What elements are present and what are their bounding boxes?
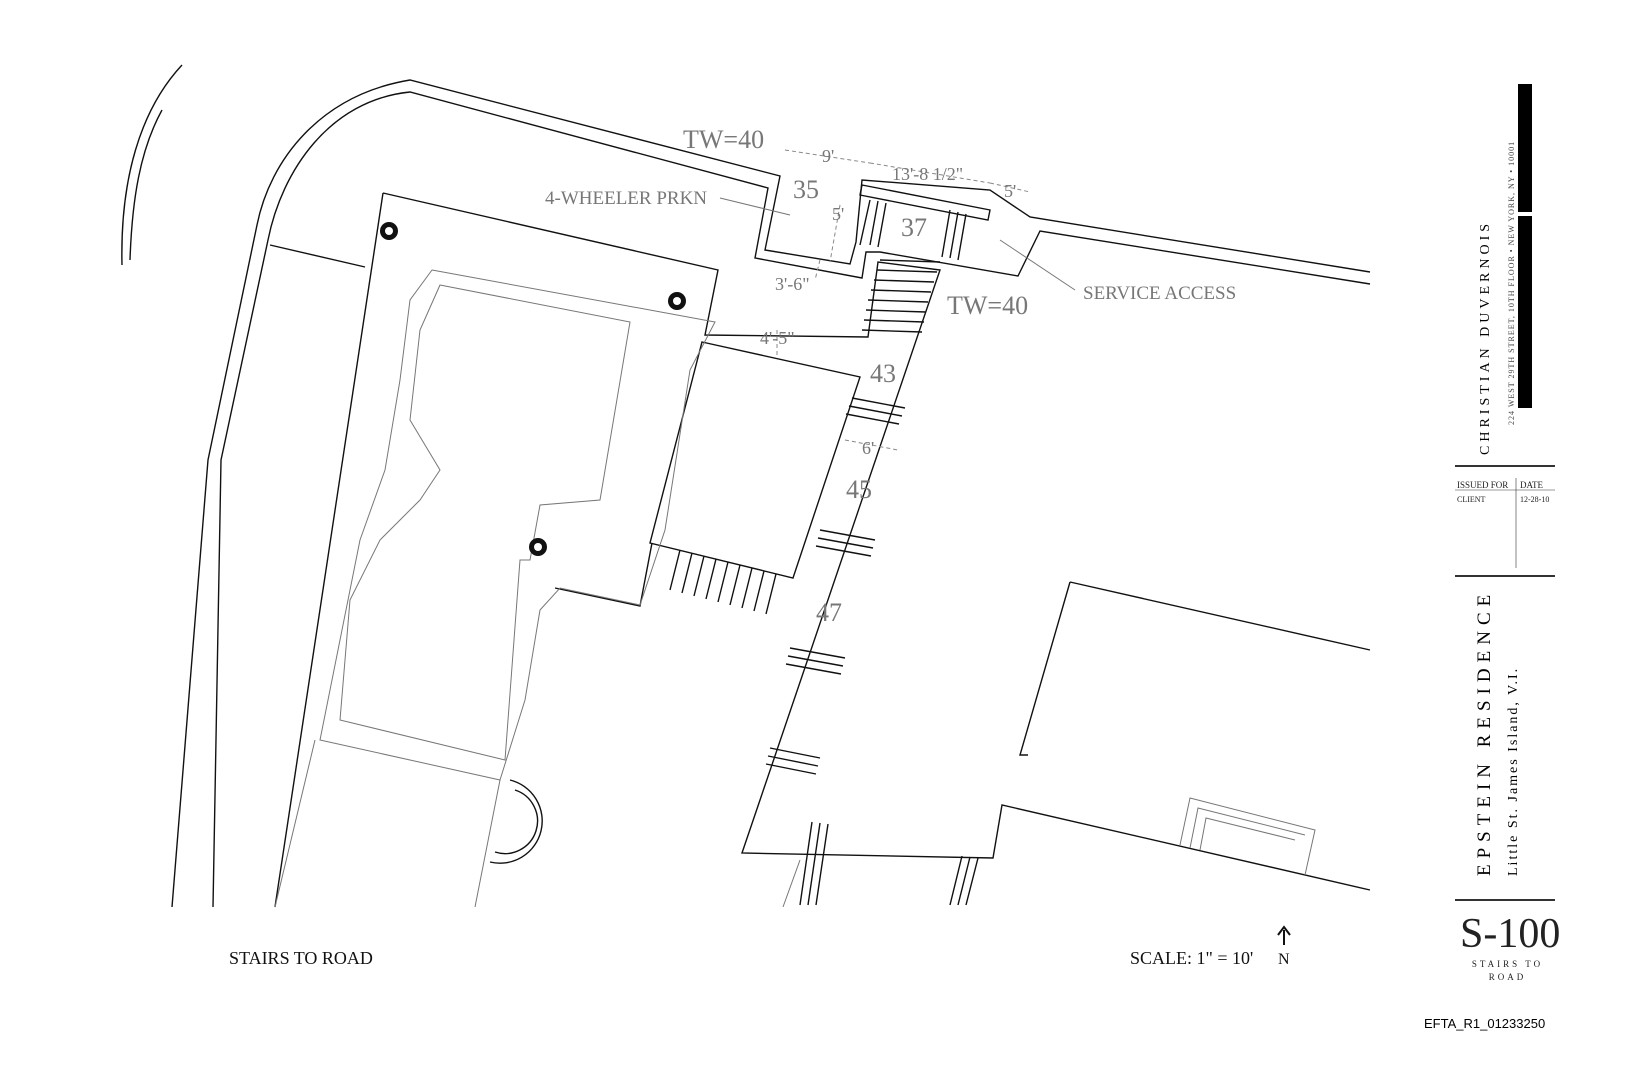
- project-location: Little St. James Island, V.I.: [1506, 666, 1521, 876]
- dim-3-6: 3'-6": [775, 274, 810, 294]
- tw-label-right: TW=40: [947, 291, 1028, 320]
- house-block: [554, 542, 653, 607]
- drawing-caption: STAIRS TO ROAD: [229, 948, 373, 968]
- dim-9: 9': [822, 146, 834, 166]
- stairs: [669, 184, 991, 906]
- terrace-outline: [382, 192, 1371, 891]
- elevation-35: 35: [793, 175, 819, 204]
- grade-line: [274, 739, 801, 908]
- redaction-bar: [1518, 216, 1532, 408]
- terrace-outline: [274, 192, 384, 908]
- semicircle-stair: [489, 779, 543, 864]
- dim-5-left: 5': [832, 204, 844, 224]
- service-access-label: SERVICE ACCESS: [1083, 283, 1236, 304]
- dim-13-8: 13'-8 1/2": [892, 164, 963, 184]
- pavilion: [1019, 581, 1371, 756]
- sheet-number: S-100: [1460, 911, 1561, 957]
- issued-for-value: CLIENT: [1457, 495, 1486, 504]
- dimension-lines: [776, 149, 1031, 451]
- issued-for-header: ISSUED FOR: [1457, 480, 1509, 490]
- step-feature: [1179, 797, 1316, 876]
- elevation-43: 43: [870, 359, 896, 388]
- firm-address: 224 WEST 29TH STREET, 10TH FLOOR • NEW Y…: [1507, 140, 1516, 425]
- sheet-title-line2: ROAD: [1488, 972, 1527, 982]
- road-edge: [129, 109, 163, 261]
- project-name: EPSTEIN RESIDENCE: [1474, 588, 1495, 876]
- tree-marker-icon: [380, 222, 398, 240]
- retaining-wall: [212, 91, 1371, 908]
- dim-4-5: 4'-5": [760, 328, 795, 348]
- tree-marker-icon: [529, 538, 547, 556]
- leader-lines: [719, 197, 1076, 291]
- house-block: [649, 341, 861, 579]
- tw-label-top: TW=40: [683, 125, 764, 154]
- sheet-title-line1: STAIRS TO: [1471, 959, 1544, 969]
- road-edge: [121, 64, 183, 266]
- redaction-bar: [1518, 84, 1532, 212]
- elevation-47: 47: [816, 598, 842, 627]
- retaining-wall: [171, 79, 1371, 908]
- tree-marker-icon: [668, 292, 686, 310]
- issued-date: 12-28-10: [1520, 495, 1550, 504]
- scale-label: SCALE: 1" = 10': [1130, 948, 1253, 968]
- north-label: N: [1278, 951, 1290, 968]
- building-outline: [319, 269, 716, 781]
- document-id: EFTA_R1_01233250: [1424, 1016, 1546, 1031]
- building-outline: [339, 284, 631, 761]
- elevation-37: 37: [901, 213, 927, 242]
- boundary-line: [269, 244, 366, 268]
- parking-label: 4-WHEELER PRKN: [545, 188, 707, 209]
- title-block-frame: [1455, 465, 1555, 901]
- date-header: DATE: [1520, 480, 1543, 490]
- dim-5-right: 5': [1004, 181, 1016, 201]
- dim-6: 6': [862, 438, 874, 458]
- firm-name: CHRISTIAN DUVERNOIS: [1478, 219, 1493, 455]
- elevation-45: 45: [846, 475, 872, 504]
- north-arrow-icon: [1277, 925, 1291, 945]
